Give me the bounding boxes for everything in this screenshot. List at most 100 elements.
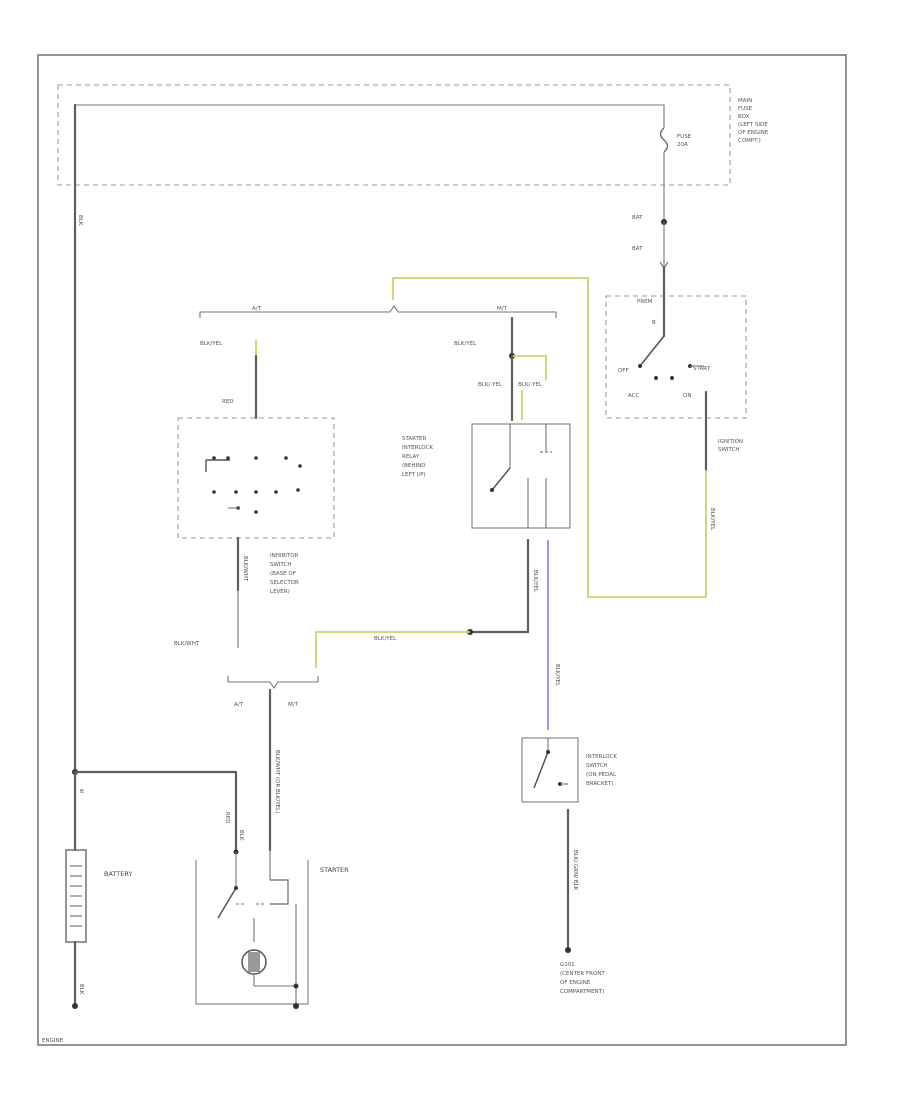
ignition-switch-frame xyxy=(605,295,747,419)
ign-prem: PREM xyxy=(637,299,653,305)
svg-text:INHIBITOR: INHIBITOR xyxy=(270,553,299,559)
svg-text:RELAY: RELAY xyxy=(402,454,420,460)
blk-yel-ign-label: BLK/YEL xyxy=(709,508,715,531)
ign-b: B xyxy=(652,320,656,326)
ground-dot xyxy=(293,983,299,989)
relay-in-label-b: BLK/ YEL xyxy=(518,382,543,388)
blk-wht-label: BLK/WHT xyxy=(174,641,200,647)
svg-text:SWITCH: SWITCH xyxy=(586,763,608,769)
svg-text:COMPT.): COMPT.) xyxy=(738,138,761,144)
battery-label: BATTERY xyxy=(104,870,132,878)
svg-text:(CENTER FRONT: (CENTER FRONT xyxy=(560,971,605,977)
blk-yel-starter-label: BLK/WHT (OR BLK/YEL) xyxy=(274,750,280,813)
at-mt-bracket-top xyxy=(199,305,557,318)
ignition-switch-arm xyxy=(639,335,665,367)
page-code: ENGINE xyxy=(42,1038,64,1044)
at-label: A/T xyxy=(252,306,262,312)
svg-text:(LEFT SIDE: (LEFT SIDE xyxy=(738,122,768,128)
inhibitor-switch-contacts xyxy=(205,459,230,472)
ground-dot xyxy=(72,1003,78,1009)
starter-frame xyxy=(195,860,309,1005)
fuse-label-line1: FUSE xyxy=(677,134,692,140)
ground-dot xyxy=(565,947,571,953)
diagram-border xyxy=(37,54,847,1046)
svg-text:(BEHIND: (BEHIND xyxy=(402,463,426,469)
blk-bat-label: BLK xyxy=(78,984,84,995)
bat-label-bottom: BAT xyxy=(632,246,643,252)
inh-contact xyxy=(234,490,238,494)
yellow-lower-wire xyxy=(315,631,470,668)
red-starter-label: RED xyxy=(224,812,230,824)
pin-b-label: B xyxy=(80,789,84,795)
svg-text:MAIN: MAIN xyxy=(738,98,752,104)
starter-interlock-relay-label: STARTER INTERLOCK RELAY (BEHIND LEFT I/P… xyxy=(402,436,433,478)
ignition-switch-label-1: IGNITION xyxy=(718,439,743,445)
blk-label: BLK xyxy=(238,830,244,841)
inh-contact xyxy=(254,456,258,460)
starter-label: STARTER xyxy=(320,866,349,874)
blk-ground-label: BLK/ GRN/ BLK xyxy=(572,850,578,891)
ign-start: START xyxy=(693,366,711,372)
svg-text:(ON PEDAL: (ON PEDAL xyxy=(586,772,617,778)
starter-contact xyxy=(234,886,238,890)
relay-contact xyxy=(490,488,494,492)
svg-text:G101: G101 xyxy=(560,962,575,968)
svg-text:COMPARTMENT): COMPARTMENT) xyxy=(560,989,604,995)
ign-on: ON xyxy=(683,393,691,399)
main-left-wire-label: BLK xyxy=(77,215,83,226)
svg-text:LEVER): LEVER) xyxy=(270,589,290,595)
inh-contact xyxy=(284,456,288,460)
ign-acc: ACC xyxy=(628,393,640,399)
svg-text:INTERLOCK: INTERLOCK xyxy=(402,445,433,451)
interlock-arm xyxy=(533,751,549,789)
blk-yel-relay-down-label: BLK/YEL xyxy=(532,570,538,593)
interlock-switch-frame xyxy=(521,737,579,803)
interlock-switch-label: INTERLOCK SWITCH (ON PEDAL BRACKET) xyxy=(586,754,617,787)
relay-contact-arm xyxy=(491,467,511,491)
fuse-label-line2: 20A xyxy=(677,142,688,148)
mt-label: M/T xyxy=(497,306,508,312)
bat-label-top: BAT xyxy=(632,215,643,221)
starter-ground-link xyxy=(253,974,296,987)
svg-text:FUSE: FUSE xyxy=(738,106,753,112)
inhibitor-switch-label: INHIBITOR SWITCH (BASE OF SELECTOR LEVER… xyxy=(270,553,299,595)
inh-contact xyxy=(254,510,258,514)
inh-contact xyxy=(212,490,216,494)
blk-yel-left-label: BLK/YEL xyxy=(200,341,223,347)
relay-in-label-a: BLK/ YEL xyxy=(478,382,503,388)
blk-wht-inh-label: BLK/WHT xyxy=(242,556,248,582)
ground-label: G101 (CENTER FRONT OF ENGINE COMPARTMENT… xyxy=(560,962,605,995)
at-mt-bracket-bottom xyxy=(227,676,319,689)
inh-contact xyxy=(226,456,230,460)
fuse-symbol xyxy=(659,127,669,153)
inh-contact xyxy=(296,488,300,492)
svg-text:BRACKET): BRACKET) xyxy=(586,781,613,787)
starter-solenoid-arm xyxy=(217,887,237,919)
inhibitor-switch-frame xyxy=(177,417,335,539)
svg-text:OF ENGINE: OF ENGINE xyxy=(560,980,591,986)
inh-contact xyxy=(298,464,302,468)
inh-contact xyxy=(254,490,258,494)
ign-contact xyxy=(670,376,674,380)
starter-motor-brush xyxy=(248,952,260,972)
svg-text:SELECTOR: SELECTOR xyxy=(270,580,299,586)
ign-contact xyxy=(638,364,642,368)
svg-text:(BASE OF: (BASE OF xyxy=(270,571,296,577)
svg-text:INTERLOCK: INTERLOCK xyxy=(586,754,617,760)
battery-positive-wire xyxy=(73,770,238,854)
inh-contact xyxy=(212,456,216,460)
ign-off: OFF xyxy=(618,368,629,374)
ignition-switch-label-2: SWITCH xyxy=(718,447,740,453)
starter-interlock-relay-frame xyxy=(471,423,571,529)
ign-contact xyxy=(654,376,658,380)
interlock-contact xyxy=(546,750,550,754)
at-bottom-label: A/T xyxy=(234,702,244,708)
svg-text:SWITCH: SWITCH xyxy=(270,562,292,568)
yellow-start-wire xyxy=(392,277,707,598)
svg-text:BOX: BOX xyxy=(738,114,750,120)
blk-yel-blue-label: BLK/YEL xyxy=(554,664,560,687)
ground-dot xyxy=(293,1003,299,1009)
svg-text:LEFT I/P): LEFT I/P) xyxy=(402,472,426,478)
blk-yel-lower-label: BLK/YEL xyxy=(374,636,397,642)
